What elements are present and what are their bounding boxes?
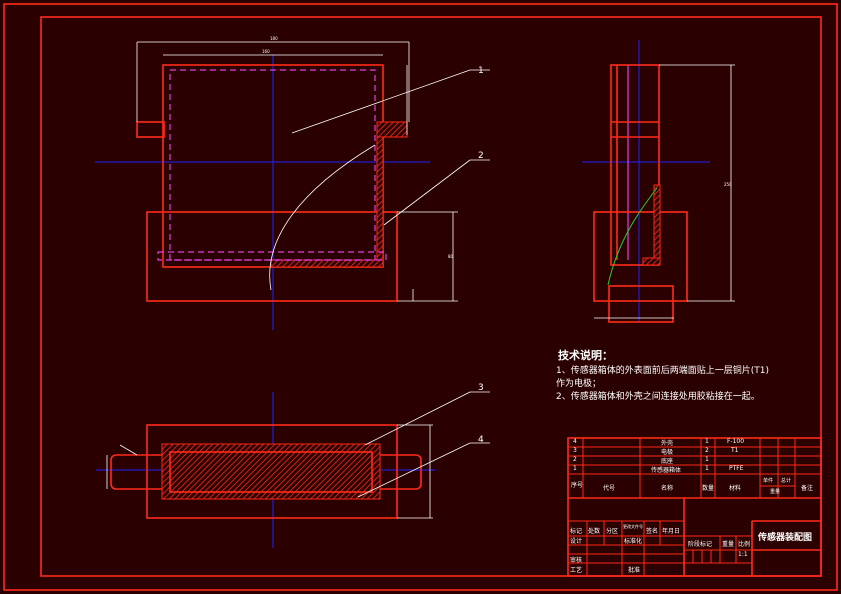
- tb-review: 审核: [570, 557, 583, 564]
- header-total: 总计: [781, 478, 792, 484]
- part-qty: 1: [705, 438, 709, 445]
- front-view: 180 160 80: [95, 36, 490, 330]
- callout-3: 3: [478, 383, 484, 393]
- tb-weight: 重量: [722, 541, 735, 548]
- svg-text:80: 80: [448, 254, 454, 259]
- drawing-title: 传感器装配图: [758, 533, 813, 543]
- header-qty: 数量: [702, 485, 715, 492]
- tb-stage-mark: 阶段标记: [688, 541, 713, 548]
- svg-text:250: 250: [724, 182, 732, 187]
- part-qty: 1: [705, 456, 709, 463]
- part-material: F-100: [727, 438, 745, 445]
- part-material: PTFE: [729, 465, 744, 472]
- svg-text:180: 180: [270, 36, 278, 41]
- tb-design: 设计: [570, 538, 583, 545]
- tb-approve: 批准: [628, 567, 641, 574]
- callout-4: 4: [478, 435, 484, 445]
- part-name: 传感器箱体: [651, 467, 682, 474]
- tb-count: 处数: [588, 528, 601, 535]
- part-no: 4: [573, 438, 577, 445]
- part-no: 1: [573, 465, 577, 472]
- header-unit: 单件: [763, 478, 774, 484]
- tb-scale: 比例: [738, 541, 751, 548]
- tb-change-doc: 更改文件号: [623, 524, 643, 529]
- side-view: 250: [582, 40, 735, 323]
- tech-note-line-3: 2、传感器箱体和外壳之间连接处用胶粘接在一起。: [556, 392, 760, 402]
- tech-note-line-1: 1、传感器箱体的外表面前后两端面贴上一层铜片(T1): [556, 366, 769, 376]
- tb-process: 工艺: [570, 567, 583, 574]
- part-no: 2: [573, 456, 577, 463]
- part-material: T1: [731, 447, 739, 454]
- header-code: 代号: [603, 485, 616, 492]
- tb-sign: 签名: [646, 528, 659, 535]
- header-seq: 序号: [571, 482, 584, 489]
- part-name: 电极: [661, 449, 674, 456]
- part-qty: 2: [705, 447, 709, 454]
- tb-date: 年月日: [662, 528, 681, 535]
- callout-1: 1: [478, 66, 484, 76]
- header-remark: 备注: [801, 485, 814, 492]
- inner-frame: [40, 16, 822, 577]
- top-view: [96, 391, 490, 548]
- header-name: 名称: [661, 485, 674, 492]
- header-material: 材料: [729, 485, 742, 492]
- tb-scale-value: 1:1: [738, 551, 748, 558]
- part-no: 3: [573, 447, 577, 454]
- outer-frame: [3, 3, 838, 591]
- tb-mark: 标记: [570, 528, 583, 535]
- callout-2: 2: [478, 151, 484, 161]
- header-weight: 重量: [770, 489, 781, 495]
- tb-standard: 标准化: [624, 538, 643, 545]
- part-qty: 1: [705, 465, 709, 472]
- tech-note-line-2: 作为电极；: [556, 379, 602, 389]
- tb-zone: 分区: [606, 528, 619, 535]
- part-name: 底座: [661, 458, 674, 465]
- tech-notes-heading: 技术说明：: [558, 349, 613, 362]
- part-name: 外壳: [661, 440, 674, 447]
- title-block-lines: [567, 437, 822, 577]
- svg-text:160: 160: [262, 49, 270, 54]
